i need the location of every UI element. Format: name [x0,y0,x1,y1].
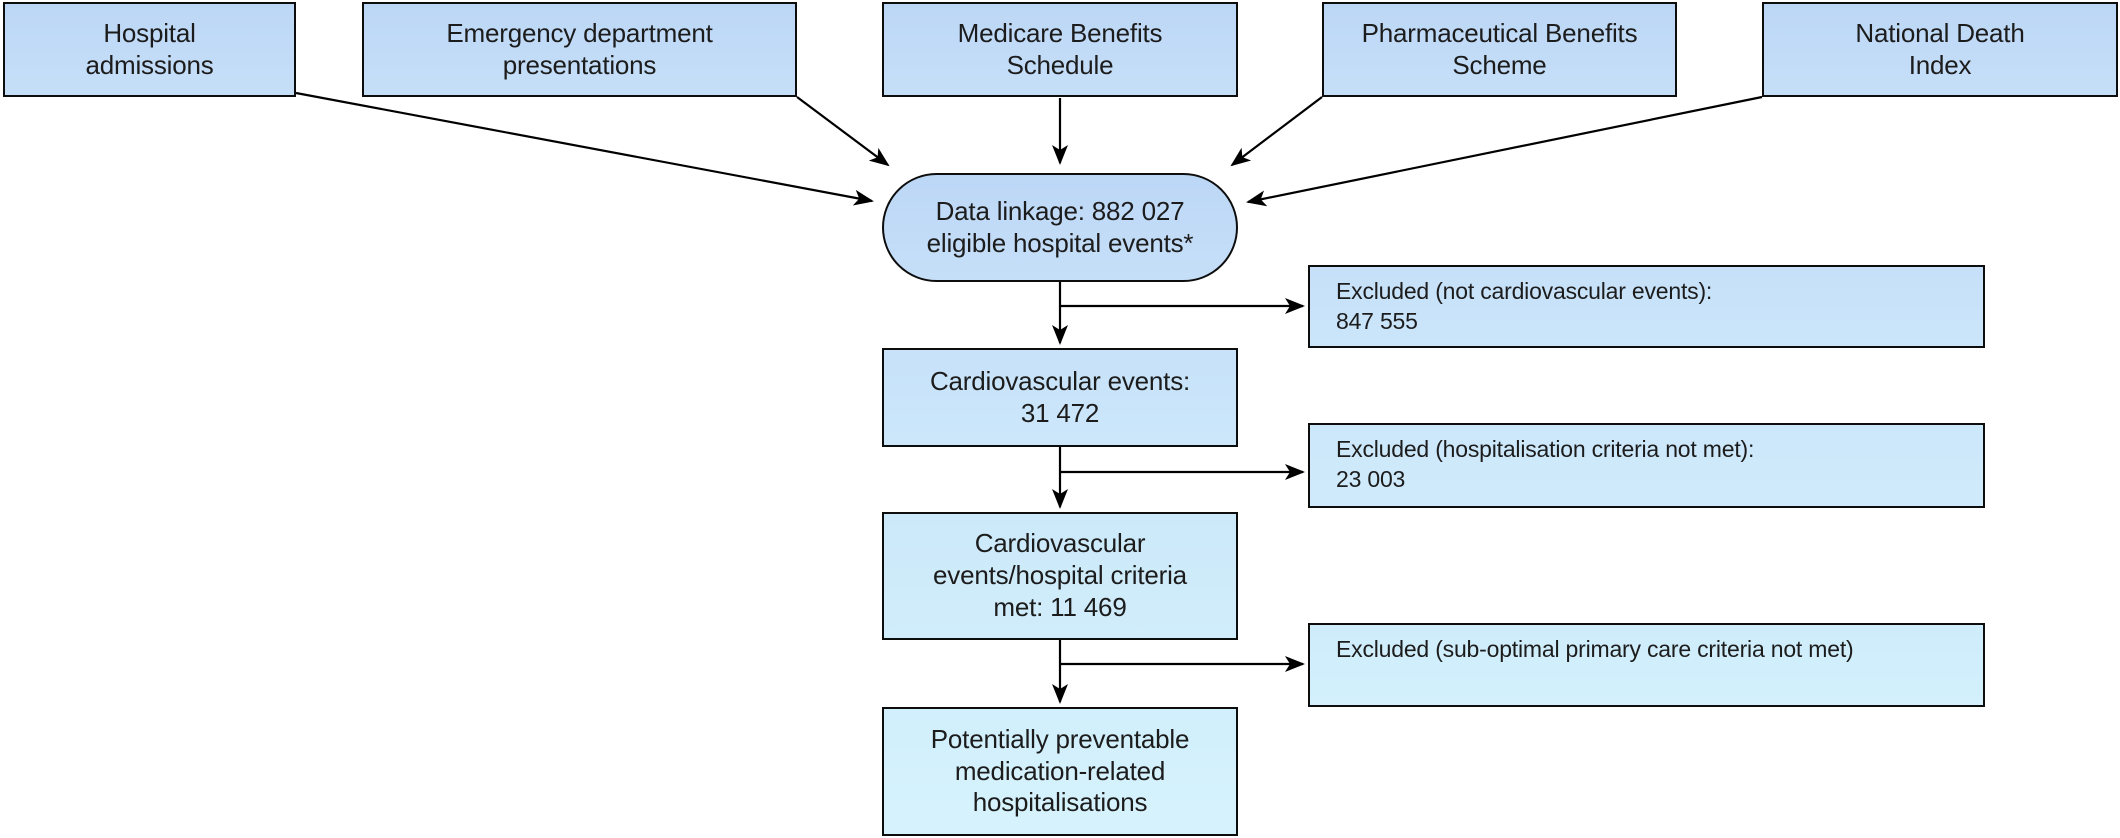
arrow-emergency-dept-to-linkage [796,96,890,167]
flow-box-data-linkage: Data linkage: 882 027 eligible hospital … [882,173,1238,282]
source-box-pharmaceutical-benefits-scheme: Pharmaceutical Benefits Scheme [1322,2,1677,97]
source-box-hospital-admissions: Hospital admissions [3,2,296,97]
excluded-box-not-cardiovascular: Excluded (not cardiovascular events): 84… [1308,265,1985,348]
source-box-national-death-index: National Death Index [1762,2,2118,97]
flow-box-cardiovascular-events: Cardiovascular events: 31 472 [882,348,1238,447]
arrow-ndi-to-linkage [1246,95,1763,207]
excluded-box-hospitalisation-criteria: Excluded (hospitalisation criteria not m… [1308,423,1985,508]
arrow-pbs-to-linkage [1230,96,1323,167]
arrow-hospital-admissions-to-linkage [295,91,874,206]
excluded-box-suboptimal-primary-care: Excluded (sub-optimal primary care crite… [1308,623,1985,707]
source-box-medicare-benefits-schedule: Medicare Benefits Schedule [882,2,1238,97]
source-box-emergency-department: Emergency department presentations [362,2,797,97]
flow-box-criteria-met: Cardiovascular events/hospital criteria … [882,512,1238,640]
flow-box-outcome: Potentially preventable medication-relat… [882,707,1238,836]
